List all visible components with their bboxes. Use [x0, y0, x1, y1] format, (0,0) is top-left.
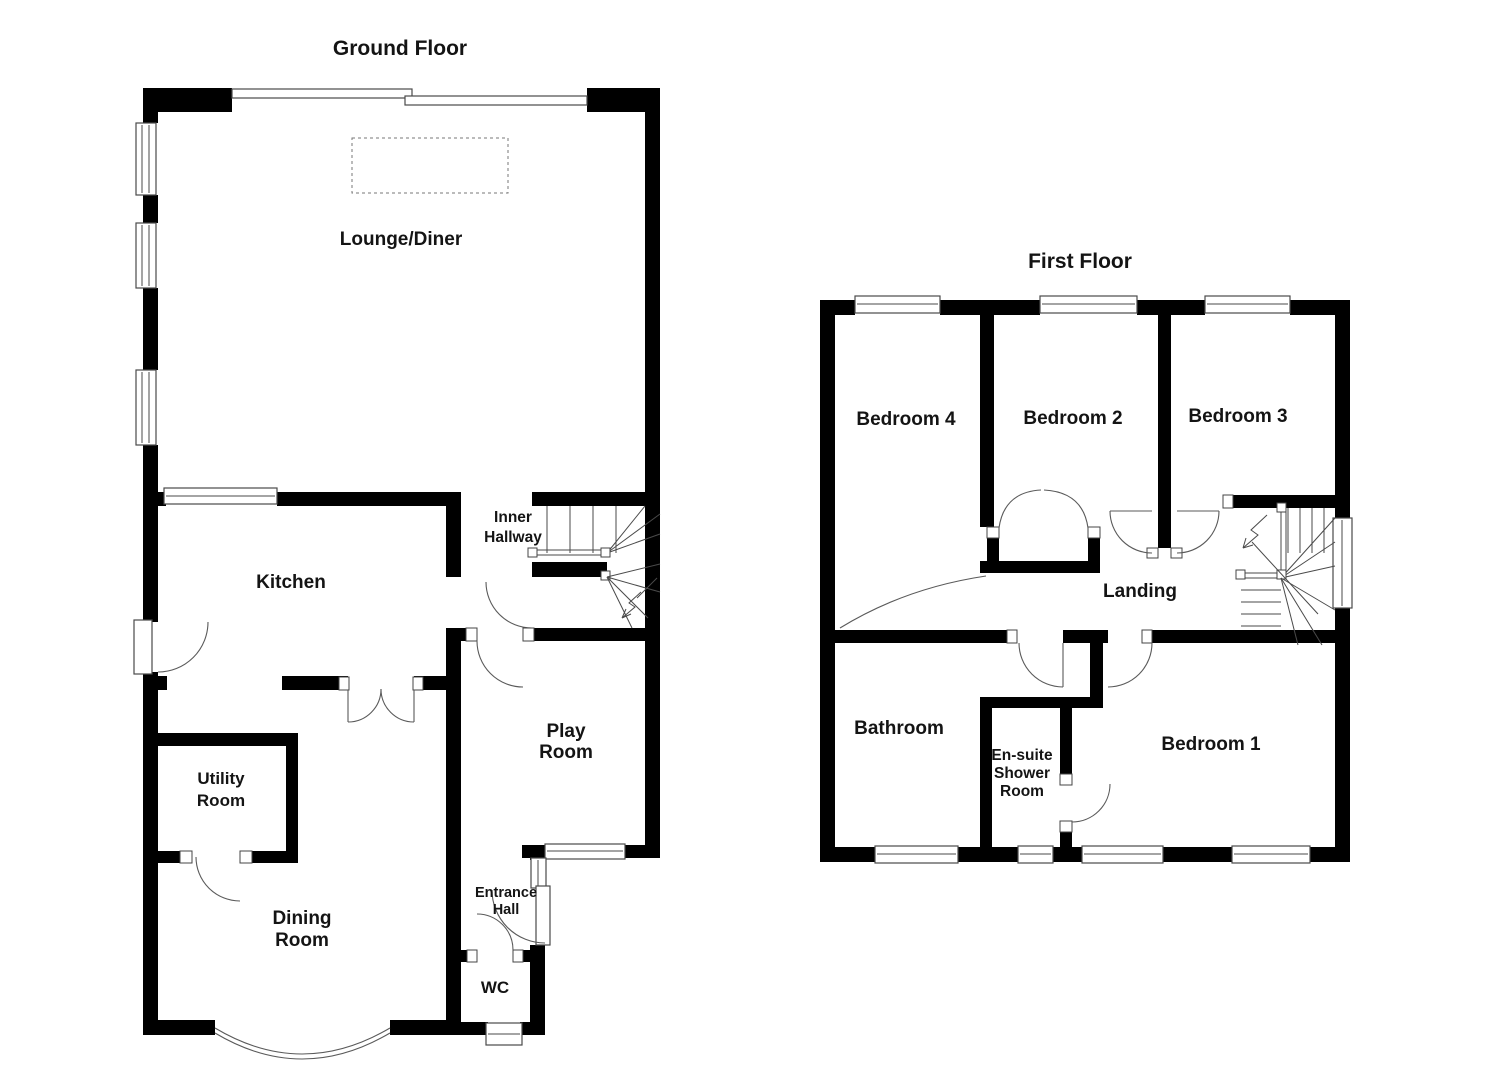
room-label-play-room-line1: Play [546, 721, 586, 742]
room-label-inner-hallway-line2: Hallway [484, 529, 542, 546]
ground-floor-windows [135, 88, 626, 1060]
room-label-kitchen: Kitchen [256, 572, 326, 593]
ground-floor-labels: Lounge/Diner Kitchen Inner Hallway Play … [197, 229, 593, 997]
rooflight-outline [351, 137, 509, 194]
door-swing [179, 850, 253, 902]
room-label-dining-line1: Dining [272, 908, 331, 929]
window [854, 295, 941, 314]
room-label-inner-hallway-line1: Inner [494, 509, 532, 526]
ground-floor-doors [133, 581, 551, 963]
patio-doors [231, 88, 588, 106]
window [135, 369, 157, 446]
room-label-utility-line1: Utility [197, 769, 245, 788]
window [1204, 295, 1291, 314]
first-floor-labels: Bedroom 4 Bedroom 2 Bedroom 3 Landing Ba… [854, 406, 1287, 800]
bay-window [214, 1027, 391, 1060]
room-label-dining-line2: Room [275, 930, 329, 951]
ground-floor-walls [143, 88, 660, 1035]
room-label-ensuite-line2: Shower [994, 765, 1050, 782]
room-label-utility-line2: Room [197, 791, 245, 810]
first-floor-walls [820, 300, 1350, 862]
staircase-ground [527, 505, 661, 629]
ground-floor-title: Ground Floor [333, 37, 467, 60]
door-swing [1109, 510, 1159, 559]
window [135, 222, 157, 289]
room-label-ensuite-line3: Room [1000, 783, 1044, 800]
door-swing [133, 619, 209, 675]
room-label-lounge-diner: Lounge/Diner [340, 229, 463, 250]
door-swing [485, 581, 533, 629]
stair-direction-arrow-icon [1242, 514, 1319, 615]
room-label-wc: WC [481, 978, 509, 997]
door-swing [465, 627, 535, 688]
first-floor-windows [854, 295, 1353, 864]
window [485, 1022, 523, 1046]
door-swing [491, 885, 551, 946]
room-label-bedroom2: Bedroom 2 [1023, 408, 1122, 429]
door-swing [1059, 773, 1111, 833]
window [1332, 517, 1353, 609]
room-label-landing: Landing [1103, 581, 1177, 602]
window [530, 857, 547, 889]
window [874, 845, 959, 864]
door-swing [1107, 629, 1153, 688]
window [1039, 295, 1138, 314]
door-swing [986, 489, 1101, 539]
door-swing [338, 676, 424, 723]
first-floor-title: First Floor [1028, 250, 1132, 273]
room-label-entrance-line2: Hall [493, 902, 520, 918]
room-label-ensuite-line1: En-suite [991, 747, 1053, 764]
door-swing [839, 575, 987, 629]
room-label-bathroom: Bathroom [854, 718, 944, 739]
door-swing [466, 913, 524, 963]
window [1017, 845, 1054, 864]
window [1081, 845, 1164, 864]
window [135, 122, 157, 196]
room-label-play-room-line2: Room [539, 742, 593, 763]
first-floor-doors [839, 489, 1220, 833]
ground-floor-plan: Ground Floor [133, 37, 661, 1060]
stair-direction-arrow-icon [621, 577, 658, 619]
door-swing [1170, 510, 1220, 559]
room-label-bedroom3: Bedroom 3 [1188, 406, 1287, 427]
window [544, 843, 626, 860]
window [163, 487, 278, 505]
room-label-bedroom1: Bedroom 1 [1161, 734, 1261, 755]
room-label-entrance-line1: Entrance [475, 885, 537, 901]
window [1231, 845, 1311, 864]
door-swing [1006, 629, 1064, 688]
room-label-bedroom4: Bedroom 4 [856, 409, 956, 430]
staircase-first [1222, 494, 1336, 646]
first-floor-plan: First Floor [820, 250, 1353, 864]
